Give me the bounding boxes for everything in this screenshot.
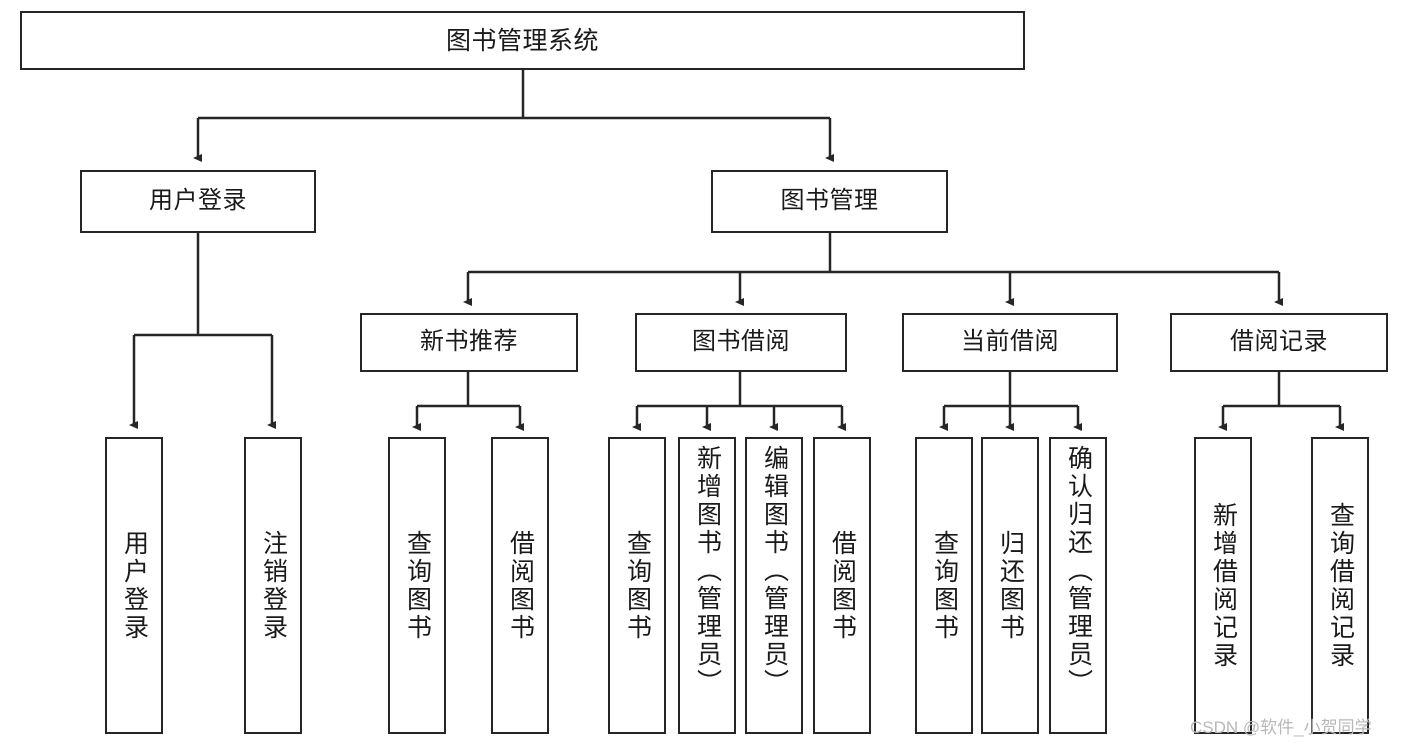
node-label: 借阅图书 <box>506 529 535 642</box>
node-label: 当前借阅 <box>961 328 1059 356</box>
leaf-book-borrow-query-book[interactable]: 查询图书 <box>608 437 666 734</box>
leaf-current-borrow-query-book[interactable]: 查询图书 <box>915 437 973 734</box>
node-book-borrow[interactable]: 图书借阅 <box>635 313 847 372</box>
node-label: 查询图书 <box>403 529 432 642</box>
node-label: 新增借阅记录 <box>1209 501 1238 670</box>
leaf-book-borrow-add-book-admin[interactable]: 新增图书（管理员） <box>678 437 736 734</box>
node-book-management[interactable]: 图书管理 <box>711 170 948 233</box>
node-new-book-recommend[interactable]: 新书推荐 <box>360 313 578 372</box>
leaf-book-borrow-borrow-book[interactable]: 借阅图书 <box>813 437 871 734</box>
leaf-user-login-login[interactable]: 用户登录 <box>105 437 163 734</box>
node-borrow-record[interactable]: 借阅记录 <box>1170 313 1388 372</box>
node-label: 借阅图书 <box>828 529 857 642</box>
node-label: 用户登录 <box>120 529 149 642</box>
leaf-borrow-record-query-record[interactable]: 查询借阅记录 <box>1311 437 1369 734</box>
node-label: 图书借阅 <box>692 328 790 356</box>
node-label: 图书管理系统 <box>445 26 599 55</box>
node-label: 查询借阅记录 <box>1326 501 1355 670</box>
node-user-login[interactable]: 用户登录 <box>80 170 316 233</box>
leaf-new-book-borrow-book[interactable]: 借阅图书 <box>491 437 549 734</box>
node-label: 确认归还（管理员） <box>1064 445 1093 697</box>
leaf-current-borrow-return-book[interactable]: 归还图书 <box>981 437 1039 734</box>
leaf-current-borrow-confirm-return-admin[interactable]: 确认归还（管理员） <box>1049 437 1107 734</box>
node-label: 查询图书 <box>930 529 959 642</box>
leaf-book-borrow-edit-book-admin[interactable]: 编辑图书（管理员） <box>745 437 803 734</box>
node-label: 编辑图书（管理员） <box>760 445 789 697</box>
leaf-new-book-query-book[interactable]: 查询图书 <box>388 437 446 734</box>
node-label: 新增图书（管理员） <box>693 445 722 697</box>
node-label: 注销登录 <box>259 529 288 642</box>
node-current-borrow[interactable]: 当前借阅 <box>902 313 1118 372</box>
node-label: 图书管理 <box>780 187 879 215</box>
node-label: 查询图书 <box>623 529 652 642</box>
node-label: 归还图书 <box>996 529 1025 642</box>
leaf-user-login-logout[interactable]: 注销登录 <box>244 437 302 734</box>
node-root-book-management-system[interactable]: 图书管理系统 <box>20 11 1025 70</box>
watermark: CSDN @软件_小贺同学 <box>1190 718 1372 737</box>
node-label: 用户登录 <box>149 187 247 215</box>
node-label: 新书推荐 <box>420 328 518 356</box>
leaf-borrow-record-add-record[interactable]: 新增借阅记录 <box>1194 437 1252 734</box>
node-label: 借阅记录 <box>1230 328 1328 356</box>
